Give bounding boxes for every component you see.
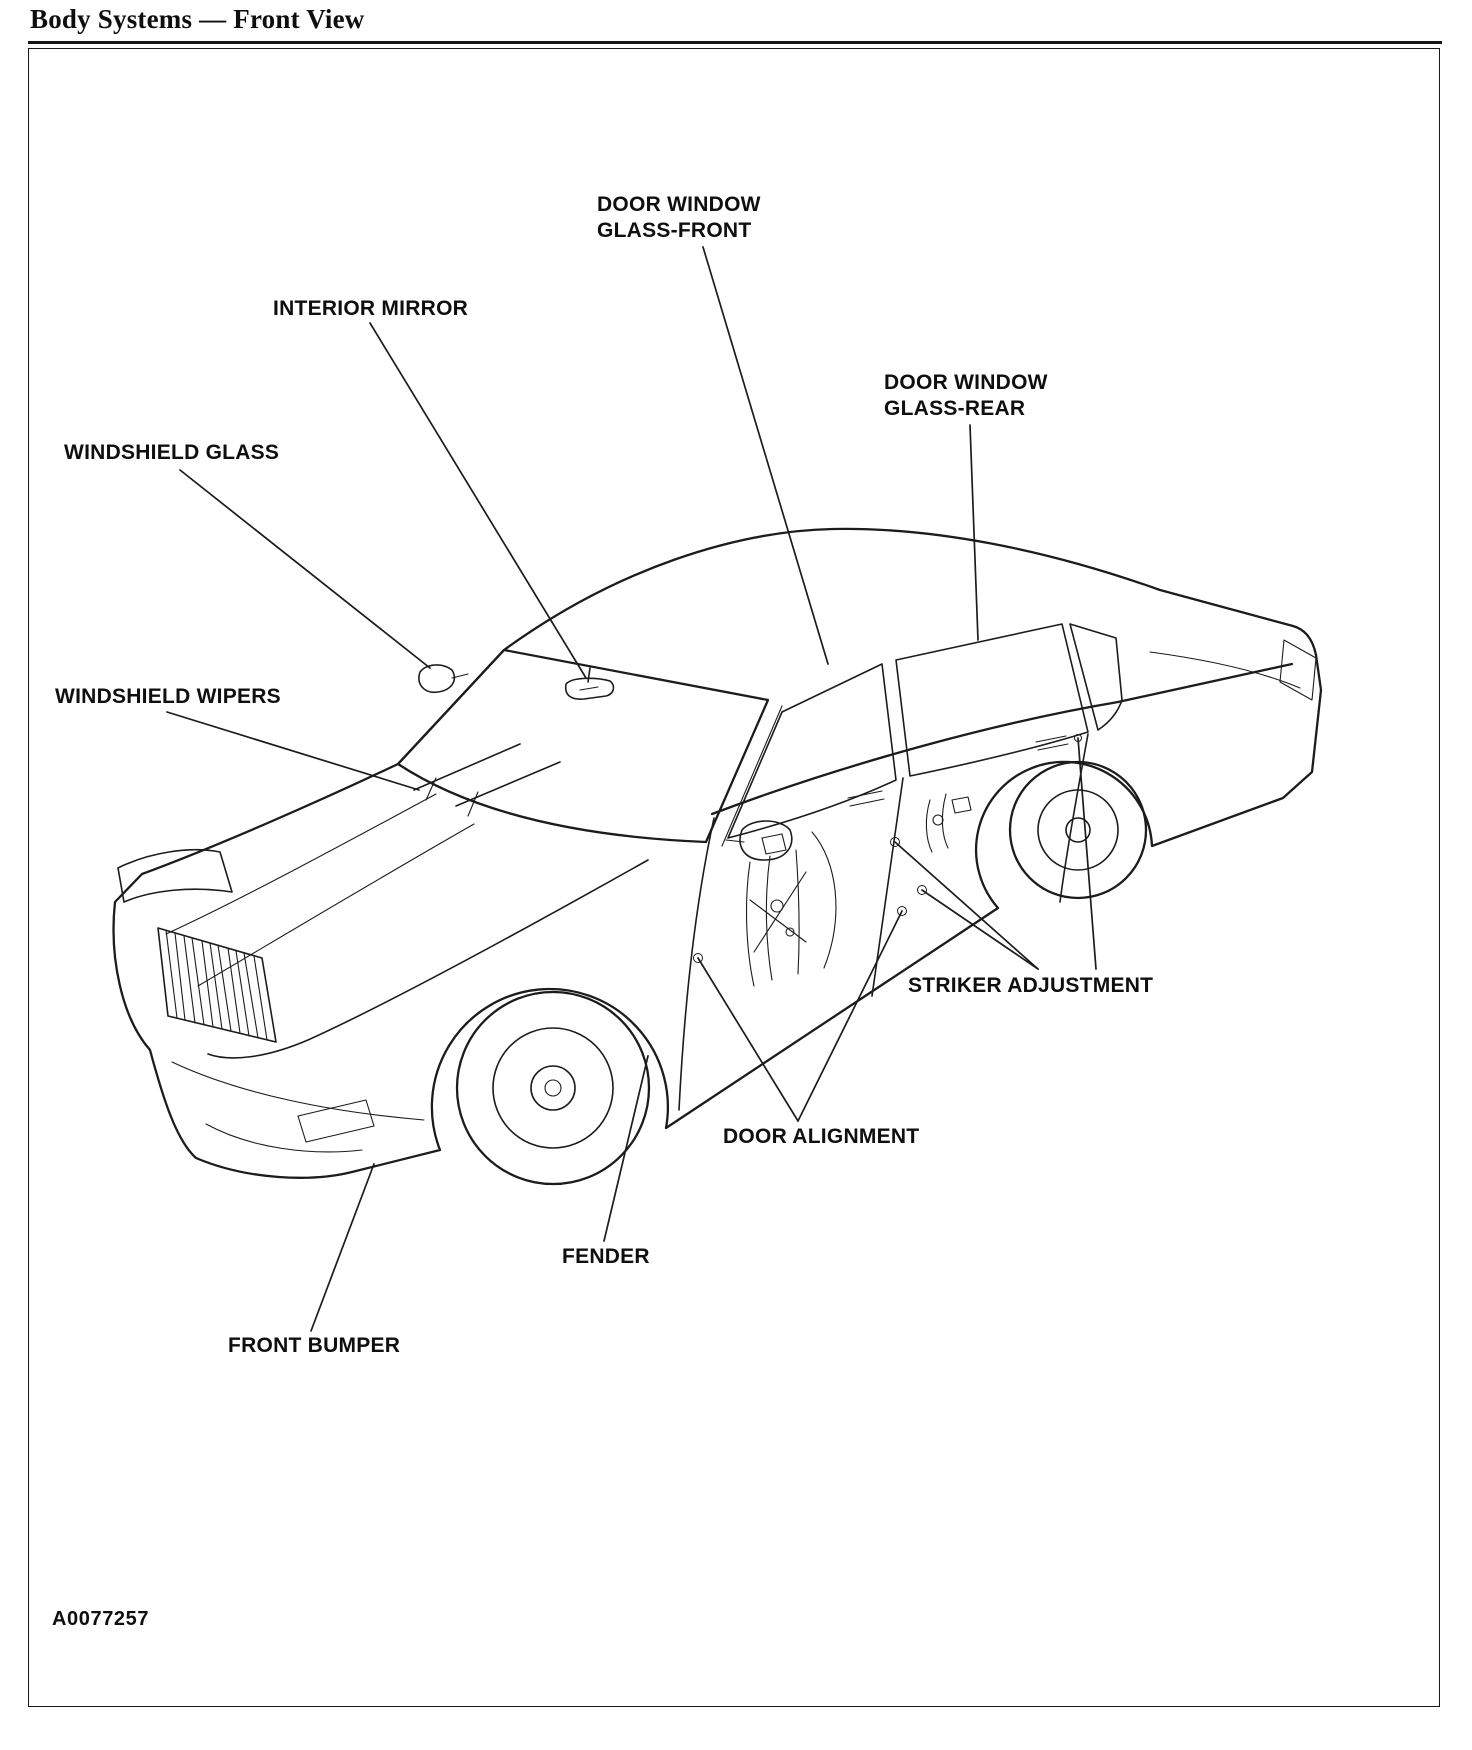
leader-fender (603, 1055, 649, 1242)
hood-cut-line (207, 859, 649, 1059)
label-fender: FENDER (562, 1245, 650, 1268)
left-side-mirror (418, 664, 456, 694)
leader-front-bumper (310, 1163, 375, 1332)
door-mechanisms (745, 793, 972, 987)
title-underline (28, 41, 1442, 44)
headlight (117, 848, 233, 903)
grille-bars (165, 929, 268, 1041)
leader-windshield-wipers (166, 711, 420, 791)
diagram-frame (28, 48, 1440, 1707)
car-body-outline (112, 527, 1323, 1179)
interior-mirror-drawing (564, 667, 615, 700)
leader-door-window-glass-rear (969, 424, 979, 641)
a-pillar-inner (721, 705, 783, 847)
label-door-alignment: DOOR ALIGNMENT (723, 1125, 920, 1148)
label-front-bumper: FRONT BUMPER (228, 1334, 401, 1357)
wheels (455, 760, 1148, 1186)
leader-door-alignment-front (697, 957, 799, 1122)
rear-wheel-tire (1008, 760, 1148, 900)
rear-door-window-shape (895, 623, 1089, 777)
quarter-window-shape (1069, 623, 1123, 731)
hood-crease-1 (165, 793, 437, 935)
rear-door-seam (1059, 733, 1089, 903)
figure-id: A0077257 (52, 1608, 150, 1630)
label-striker-adjustment: STRIKER ADJUSTMENT (908, 974, 1154, 997)
rear-wheel-hub (1065, 817, 1091, 843)
beltline (710, 662, 1294, 816)
front-door-seam (678, 817, 715, 1111)
wiper-detail (413, 743, 561, 817)
front-wheel-hub (530, 1065, 576, 1111)
side-mirror-drawing (418, 664, 793, 861)
fog-lamp-inset (297, 1099, 375, 1143)
label-windshield-glass: WINDSHIELD GLASS (64, 441, 280, 464)
hood-crease-2 (197, 823, 475, 987)
front-door-handle (847, 790, 885, 807)
grille-outline (157, 927, 277, 1043)
leader-striker-front (894, 841, 1039, 970)
label-door-window-glass-front: DOOR WINDOW GLASS-FRONT (597, 193, 761, 242)
page-title: Body Systems — Front View (30, 4, 365, 34)
bumper-crease (171, 1061, 425, 1121)
label-door-window-glass-rear: DOOR WINDOW GLASS-REAR (884, 371, 1048, 420)
leader-dots (693, 734, 1082, 963)
front-fascia (117, 848, 425, 1153)
body-silhouette (112, 527, 1323, 1179)
rear-door-handle (1035, 735, 1069, 751)
leader-striker-rear (921, 889, 1039, 970)
right-side-mirror (739, 820, 793, 861)
leader-door-window-glass-front (702, 246, 829, 665)
front-wheel-tire (455, 990, 651, 1186)
b-pillar-seam (871, 777, 904, 997)
label-windshield-wipers: WINDSHIELD WIPERS (55, 685, 281, 708)
front-wheel-rim (492, 1027, 614, 1149)
tail-lamp (1279, 639, 1317, 701)
leader-door-alignment-rear (797, 910, 903, 1122)
trunk-seam (1149, 651, 1301, 689)
leader-windshield-glass (179, 469, 431, 669)
leader-lines (166, 246, 1097, 1332)
leader-interior-mirror (369, 322, 587, 679)
rear-wheel-rim (1037, 789, 1119, 871)
front-door-window-shape (727, 663, 897, 839)
label-interior-mirror: INTERIOR MIRROR (273, 297, 469, 320)
bumper-lower-line (205, 1123, 363, 1153)
leader-striker-upper (1077, 737, 1097, 970)
